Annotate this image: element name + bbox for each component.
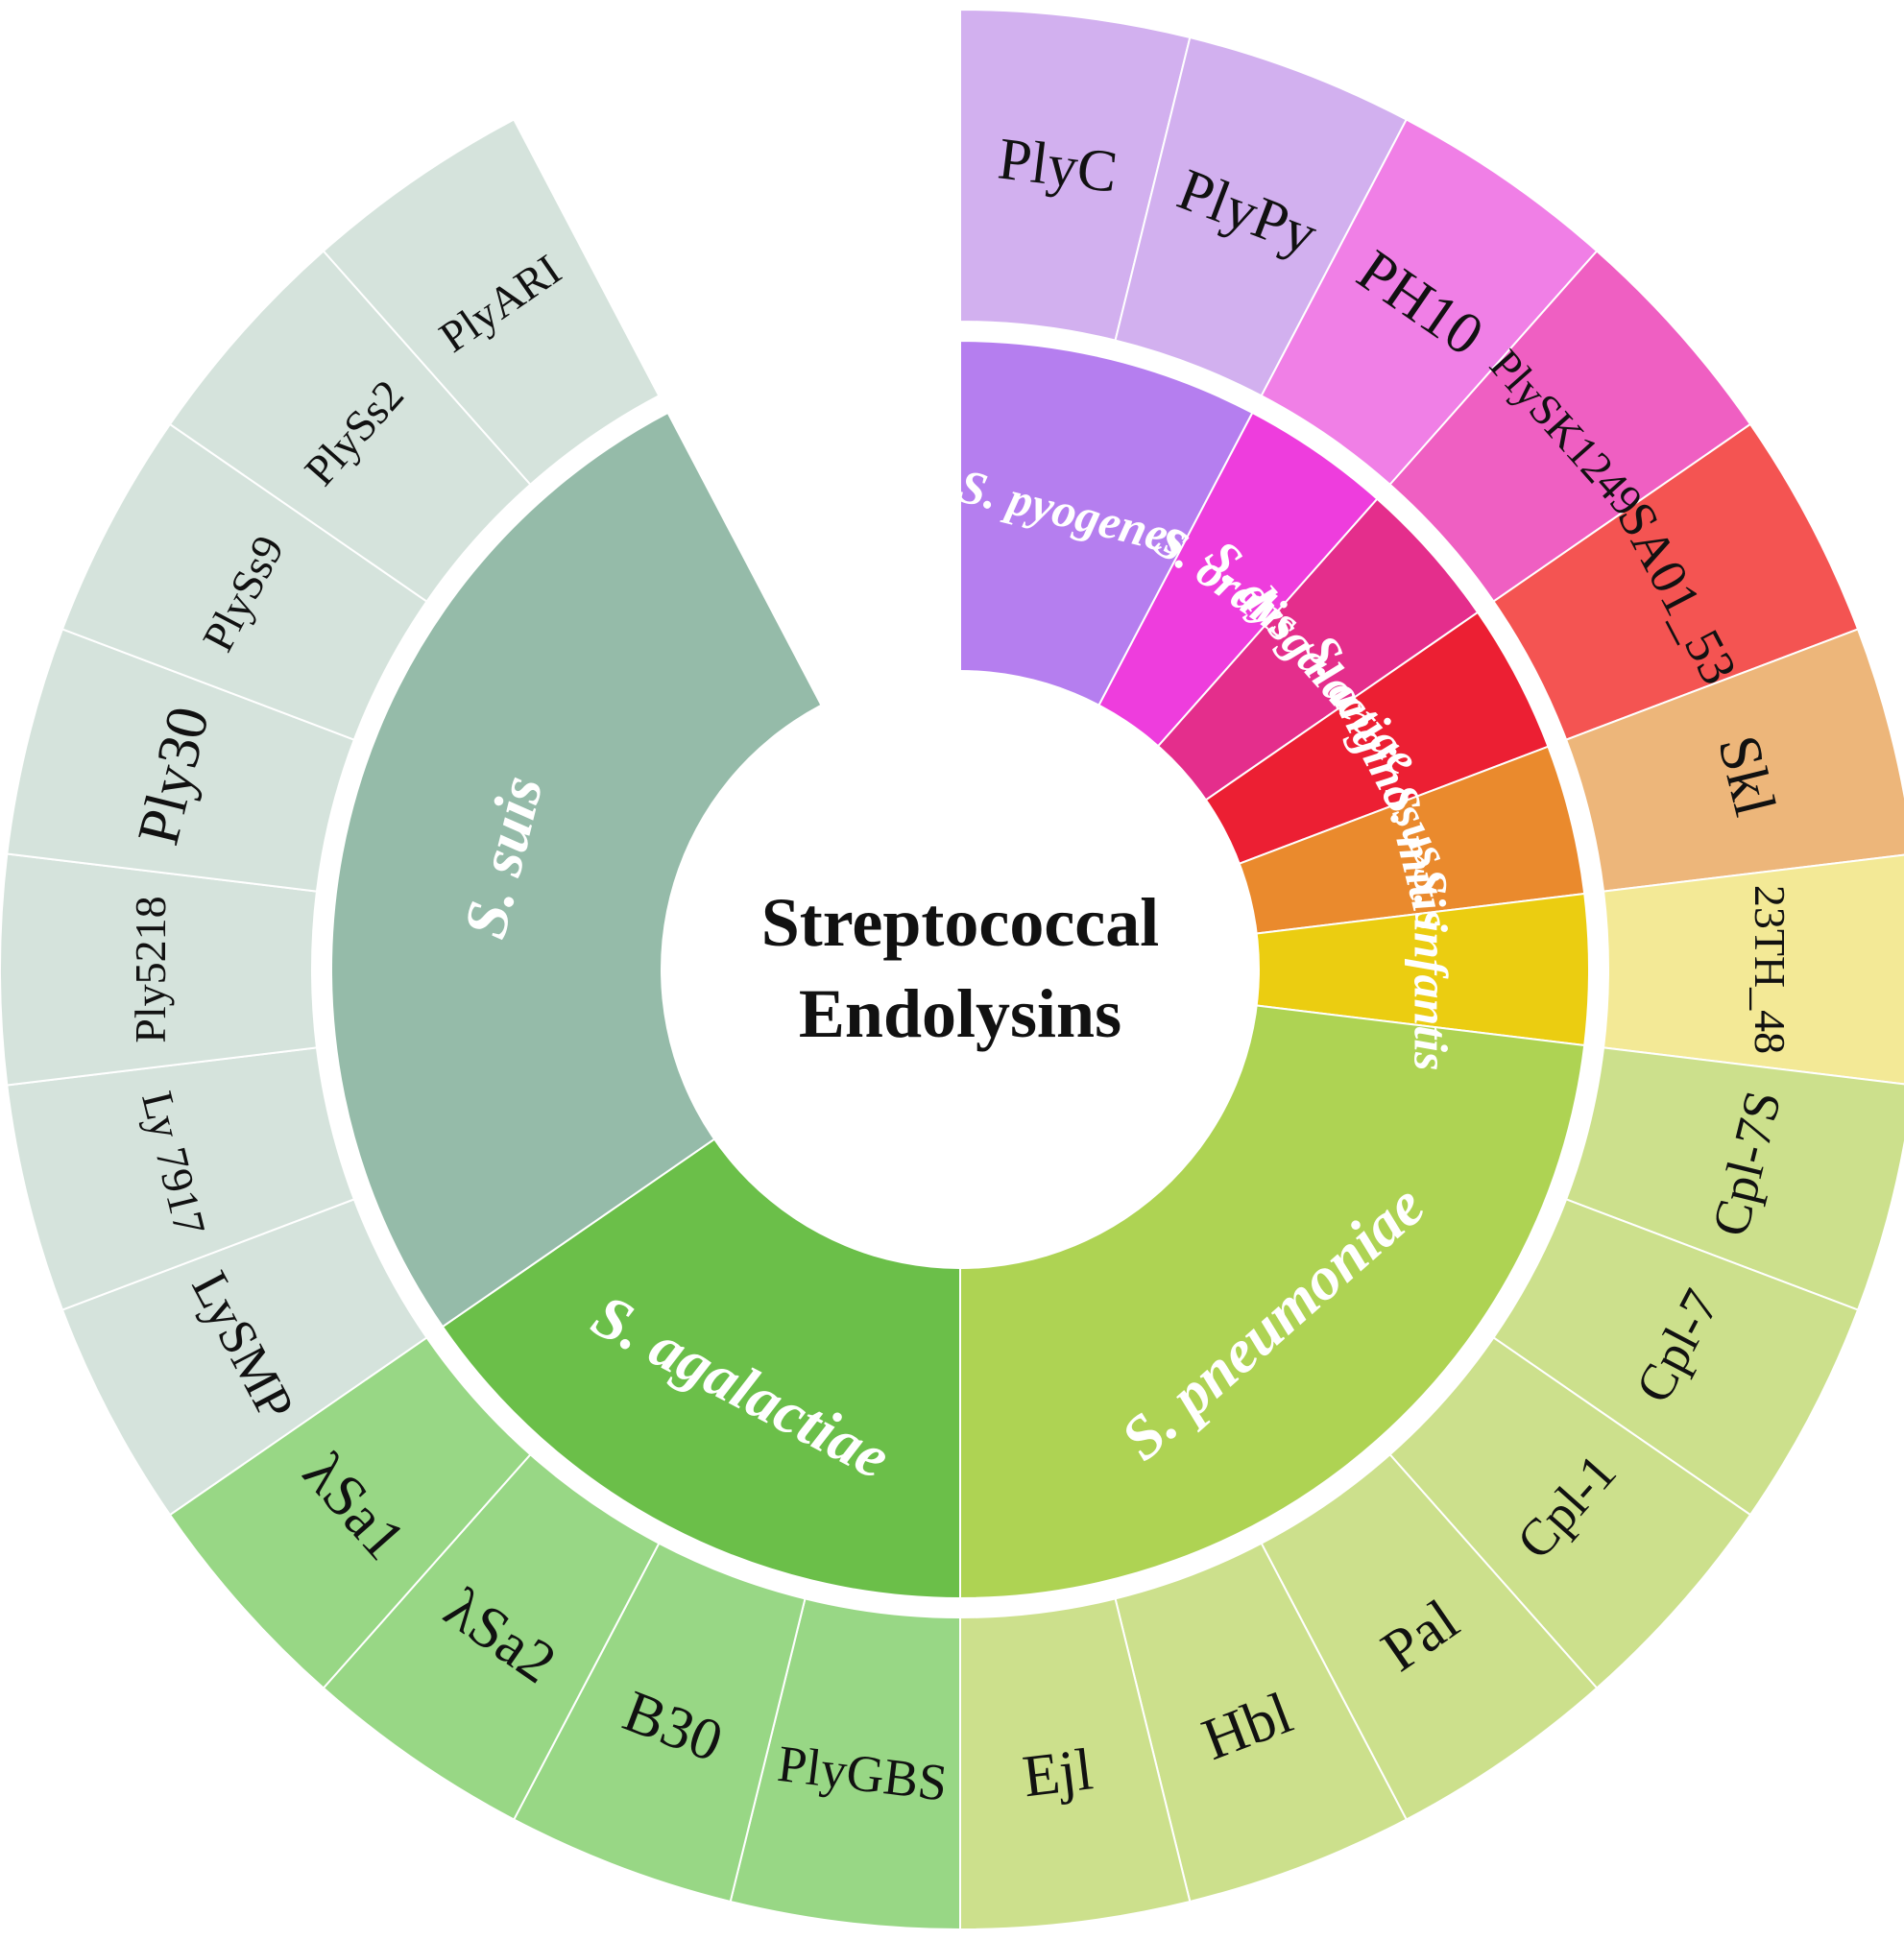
center-title-line-2: Endolysins bbox=[799, 975, 1121, 1052]
enzyme-label-23th-48: 23TH_48 bbox=[1746, 885, 1795, 1054]
wedge-layer bbox=[0, 8, 1904, 1931]
enzyme-wedge-23th-48 bbox=[1602, 853, 1904, 1086]
center-circle bbox=[661, 670, 1260, 1269]
species-label-s-infantis: S. infantis bbox=[1405, 868, 1458, 1070]
center-title-line-1: Streptococcal bbox=[761, 884, 1160, 961]
enzyme-wedge-plyari bbox=[322, 118, 661, 487]
enzyme-label-ejl: Ejl bbox=[1020, 1736, 1097, 1809]
enzyme-wedge-skl bbox=[1564, 628, 1904, 893]
enzyme-label-plyc: PlyC bbox=[995, 126, 1121, 204]
enzyme-label-ply5218: Ply5218 bbox=[126, 896, 175, 1042]
